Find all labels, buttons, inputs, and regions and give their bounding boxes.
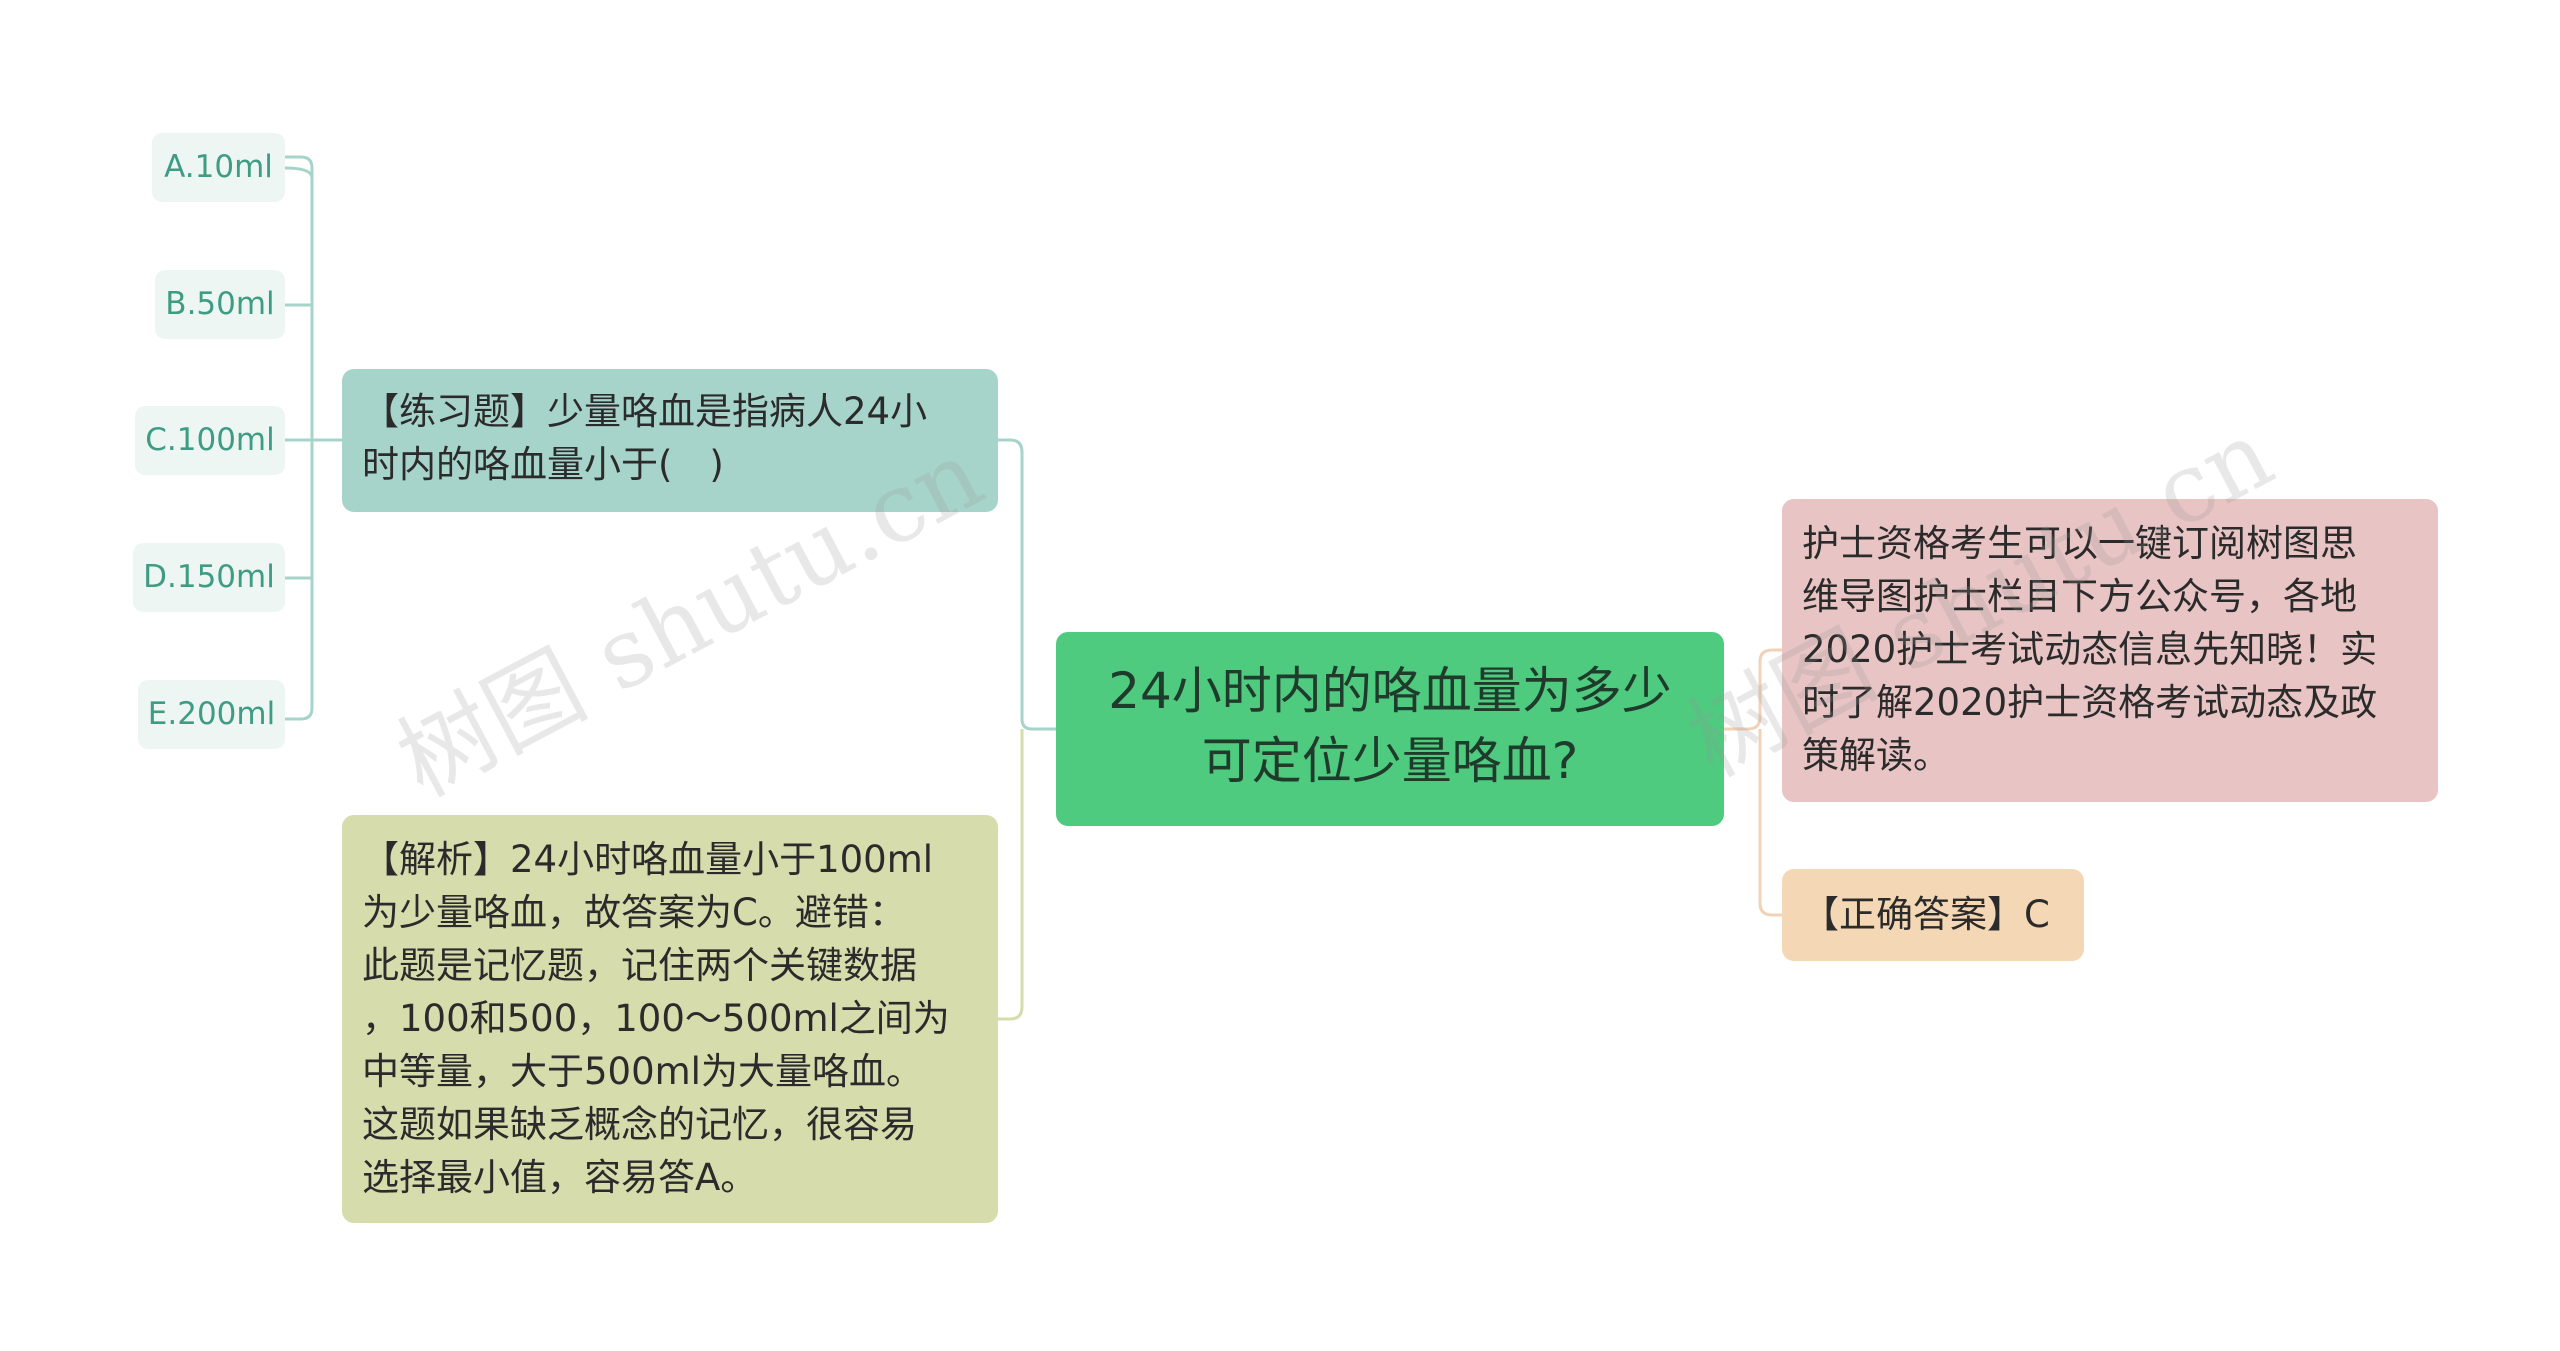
option-a[interactable]: A.10ml xyxy=(152,133,285,202)
option-b[interactable]: B.50ml xyxy=(155,270,285,339)
connector-center-promo xyxy=(1724,648,1782,731)
promo-line: 时了解2020护士资格考试动态及政 xyxy=(1802,681,2378,724)
promo-line: 策解读。 xyxy=(1802,734,1950,777)
promo-line: 2020护士考试动态信息先知晓！实 xyxy=(1802,628,2378,671)
analysis-line: 【解析】24小时咯血量小于100ml xyxy=(362,838,934,881)
connector-question-options xyxy=(285,155,342,721)
connector-center-answer xyxy=(1758,729,1782,917)
analysis-line: 此题是记忆题，记住两个关键数据 xyxy=(362,944,917,987)
option-c[interactable]: C.100ml xyxy=(135,406,285,475)
analysis-line: 为少量咯血，故答案为C。避错： xyxy=(362,891,906,934)
analysis-line: 选择最小值，容易答A。 xyxy=(362,1156,758,1199)
question-line-2: 时内的咯血量小于( ) xyxy=(362,443,724,486)
center-topic-node[interactable]: 24小时内的咯血量为多少 可定位少量咯血? xyxy=(1056,632,1724,826)
option-d[interactable]: D.150ml xyxy=(133,543,285,612)
answer-node[interactable]: 【正确答案】C xyxy=(1782,869,2084,961)
question-line-1: 【练习题】少量咯血是指病人24小 xyxy=(362,390,928,433)
promo-line: 维导图护士栏目下方公众号，各地 xyxy=(1802,575,2357,618)
promo-node[interactable]: 护士资格考生可以一键订阅树图思 维导图护士栏目下方公众号，各地 2020护士考试… xyxy=(1782,499,2438,802)
analysis-line: 中等量，大于500ml为大量咯血。 xyxy=(362,1050,923,1093)
option-e[interactable]: E.200ml xyxy=(138,680,285,749)
analysis-node[interactable]: 【解析】24小时咯血量小于100ml 为少量咯血，故答案为C。避错： 此题是记忆… xyxy=(342,815,998,1223)
connector-option-a xyxy=(284,166,314,179)
answer-label: 【正确答案】C xyxy=(1802,893,2050,936)
connector-center-question xyxy=(998,438,1056,731)
analysis-line: 这题如果缺乏概念的记忆，很容易 xyxy=(362,1103,917,1146)
promo-line: 护士资格考生可以一键订阅树图思 xyxy=(1802,522,2357,565)
connector-center-analysis xyxy=(998,729,1024,1021)
analysis-line: ，100和500，100～500ml之间为 xyxy=(362,997,950,1040)
center-line-1: 24小时内的咯血量为多少 xyxy=(1108,662,1672,720)
question-node[interactable]: 【练习题】少量咯血是指病人24小 时内的咯血量小于( ) xyxy=(342,369,998,512)
center-line-2: 可定位少量咯血? xyxy=(1201,732,1579,790)
